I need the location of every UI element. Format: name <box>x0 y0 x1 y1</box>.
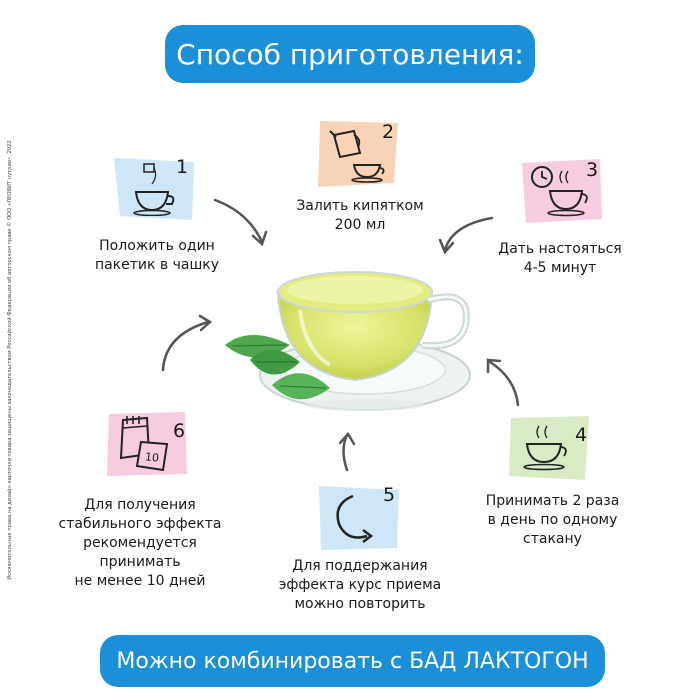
step-1-number: 1 <box>176 156 189 178</box>
footer-banner: Можно комбинировать с БАД ЛАКТОГОН <box>100 635 605 687</box>
step-1-tile: 1 <box>110 152 198 224</box>
teabag-cup-icon <box>133 163 175 216</box>
mint-leaves <box>225 335 330 400</box>
step-5-caption: Для поддержания эффекта курс приема можн… <box>278 558 442 612</box>
step-5-tile: 5 <box>315 482 403 554</box>
arrow-icon <box>443 216 494 252</box>
step-3-number: 3 <box>586 159 599 181</box>
step-3-tile: 3 <box>518 155 606 227</box>
step-4-tile: 4 <box>505 412 593 484</box>
kettle-cup-icon <box>329 129 385 183</box>
flow-arrows <box>161 198 520 472</box>
step-4-caption: Принимать 2 раза в день по одному стакан… <box>485 493 620 547</box>
step-5-number: 5 <box>383 484 396 506</box>
step-4-number: 4 <box>575 424 588 446</box>
step-1-caption: Положить один пакетик в чашку <box>94 238 220 273</box>
arrow-icon <box>438 238 455 255</box>
calendar-page-number: 10 <box>144 450 160 465</box>
step-2-number: 2 <box>382 121 395 143</box>
page-title: Способ приготовления: <box>165 25 535 83</box>
arrow-icon <box>338 431 356 446</box>
step-6-caption: Для получения стабильного эффекта рекоме… <box>58 497 222 589</box>
step-4-background <box>509 416 589 480</box>
step-3-caption: Дать настояться 4-5 минут <box>498 241 622 276</box>
step-2-caption: Залить кипятком 200 мл <box>296 198 424 233</box>
arrow-icon <box>198 314 213 332</box>
arrow-icon <box>486 358 502 374</box>
step-6-tile: 10 6 <box>103 408 191 480</box>
step-2-tile: 2 <box>314 117 402 189</box>
step-6-number: 6 <box>173 420 186 442</box>
step-5-background <box>319 486 399 550</box>
arrow-icon <box>488 360 520 407</box>
step-1-background <box>114 158 194 220</box>
calendar-icon <box>119 416 169 472</box>
repeat-arrow-icon <box>336 494 374 543</box>
arrow-icon <box>213 198 264 244</box>
steaming-cup-icon <box>523 425 567 471</box>
tea-cup <box>276 271 470 382</box>
arrow-icon <box>251 230 268 247</box>
clock-cup-icon <box>531 166 588 217</box>
arrow-icon <box>161 320 210 372</box>
